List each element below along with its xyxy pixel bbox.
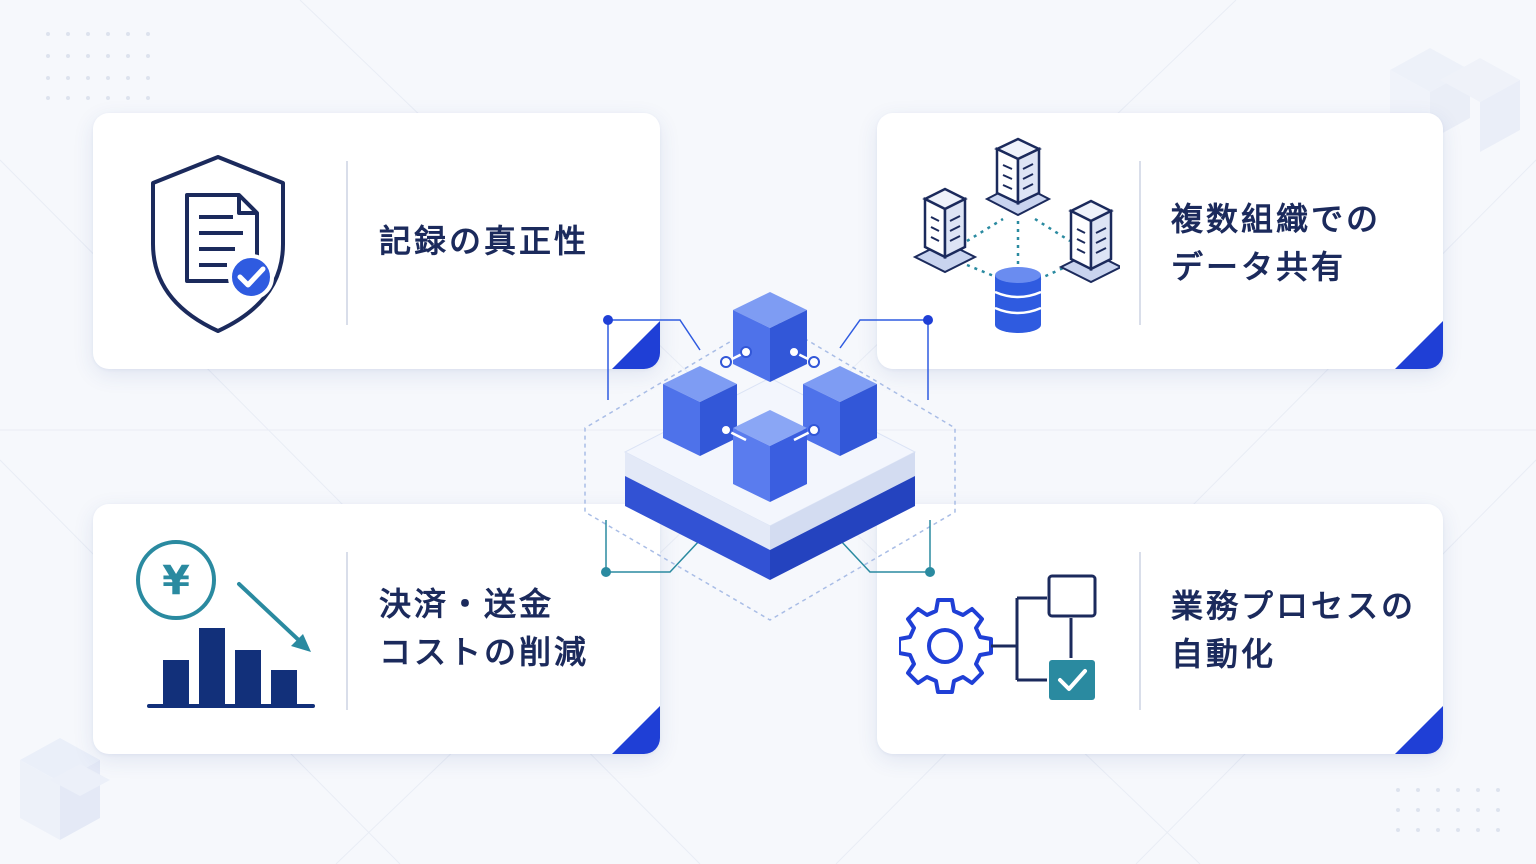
card-title: 決済・送金 コストの削減 <box>379 580 589 676</box>
cube-link-nodes <box>720 346 820 436</box>
dot-grid-bottom-right <box>1396 788 1500 832</box>
dot-grid-top-left <box>46 32 150 100</box>
connector-lines-top <box>607 319 929 400</box>
gear-flowchart-check-icon <box>899 574 1097 700</box>
card-record-authenticity: 記録の真正性 <box>93 113 660 369</box>
cube-left <box>663 366 737 456</box>
faded-cube-top-right <box>1390 48 1520 152</box>
yen-coin-bar-chart-down-icon: ¥ <box>136 540 315 708</box>
card-title-line-2: コストの削減 <box>379 633 590 671</box>
connector-node-top-right <box>923 315 933 325</box>
blockchain-cubes-platform-icon <box>584 292 956 621</box>
card-divider <box>346 161 348 325</box>
corner-accent <box>612 321 660 369</box>
connector-node-bottom-right <box>925 567 935 577</box>
building-top-icon <box>984 137 1052 217</box>
connector-lines-bottom <box>605 520 931 573</box>
card-divider <box>1139 161 1141 325</box>
card-divider <box>1139 552 1141 710</box>
card-title-line-1: 記録の真正性 <box>379 222 590 260</box>
corner-accent <box>1395 706 1443 754</box>
connector-node-bottom-left <box>601 567 611 577</box>
card-title: 業務プロセスの 自動化 <box>1171 582 1416 678</box>
gear-icon <box>899 598 993 694</box>
card-multi-org-data-sharing: 複数組織での データ共有 <box>877 113 1443 369</box>
card-business-process-automation: 業務プロセスの 自動化 <box>877 504 1443 754</box>
card-title-line-2: データ共有 <box>1171 248 1347 286</box>
shield-document-check-icon <box>151 155 285 333</box>
faded-cube-bottom-left <box>20 738 110 840</box>
cube-right <box>803 366 877 456</box>
card-title-line-1: 決済・送金 <box>379 585 555 623</box>
card-title-line-1: 複数組織での <box>1171 200 1382 238</box>
card-title-line-2: 自動化 <box>1171 635 1277 673</box>
building-left-icon <box>912 187 978 274</box>
card-title: 複数組織での データ共有 <box>1171 195 1381 291</box>
cube-front <box>733 410 807 502</box>
card-divider <box>346 552 348 710</box>
yen-symbol: ¥ <box>162 558 190 604</box>
database-icon <box>994 267 1042 333</box>
card-title-line-1: 業務プロセスの <box>1171 587 1417 625</box>
building-right-icon <box>1058 199 1120 284</box>
cube-top <box>733 292 807 382</box>
connector-node-top-left <box>603 315 613 325</box>
network-buildings-database-icon <box>912 137 1120 333</box>
card-title: 記録の真正性 <box>379 217 589 265</box>
corner-accent <box>1395 321 1443 369</box>
card-payment-cost-reduction: ¥ 決済・送金 コストの削減 <box>93 504 660 754</box>
corner-accent <box>612 706 660 754</box>
